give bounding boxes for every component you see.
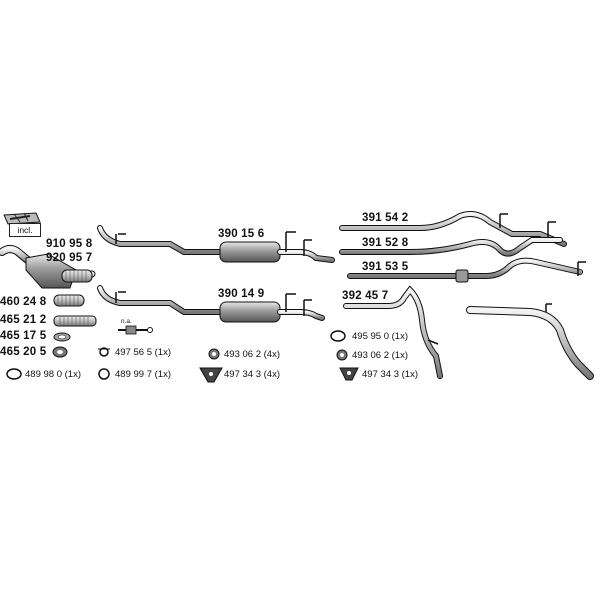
middle-silencer-upper[interactable] [97,225,335,263]
incl-tag: incl. [9,223,41,237]
accessory-right-2: 493 06 2 (1x) [352,350,408,361]
accessory-2-qty: (4x) [263,349,280,360]
part-number-front-2: 465 21 2 [0,314,47,326]
mounting-rubber-icon [208,348,220,360]
accessory-right-3-code: 497 34 3 [362,369,399,380]
part-number-front-1: 460 24 8 [0,296,47,308]
rear-pipe-2[interactable] [339,237,563,257]
accessory-right-1-code: 495 95 0 [352,331,389,342]
kit-box-icon [3,212,41,225]
part-number-mid-1: 390 15 6 [218,228,265,240]
part-number-rear-2: 391 52 8 [362,237,409,249]
gasket-ring-icon[interactable] [53,332,71,342]
accessory-4-qty: (1x) [154,369,171,380]
accessory-4: 489 99 7 (1x) [115,369,171,380]
accessory-right-2-code: 493 06 2 [352,350,389,361]
rubber-hanger-icon-right [339,367,359,381]
accessory-3-code: 489 98 0 [25,369,62,380]
part-number-rear-3: 391 53 5 [362,261,409,273]
rear-pipe-1[interactable] [339,211,567,247]
rear-pipe-3[interactable] [347,257,586,283]
part-number-front-3: 465 17 5 [0,330,47,342]
accessory-right-1: 495 95 0 (1x) [352,331,408,342]
accessory-3: 489 98 0 (1x) [25,369,81,380]
part-number-rear-4: 392 45 7 [342,290,389,302]
part-number-front-4: 465 20 5 [0,346,47,358]
flex-pipe-icon[interactable] [53,294,85,307]
accessory-2-code: 493 06 2 [224,349,261,360]
accessory-5-qty: (4x) [263,369,280,380]
accessory-1: 497 56 5 (1x) [115,347,171,358]
tail-pipe-bend[interactable] [343,285,443,379]
part-number-cat-1: 910 95 8 [46,238,93,250]
part-number-mid-2: 390 14 9 [218,288,265,300]
accessory-2: 493 06 2 (4x) [224,349,280,360]
middle-silencer-lower[interactable] [97,285,325,323]
seal-ring-icon-2 [98,368,110,380]
accessory-right-2-qty: (1x) [391,350,408,361]
accessory-4-code: 489 99 7 [115,369,152,380]
accessory-3-qty: (1x) [64,369,81,380]
tail-pipe-perspective[interactable] [466,303,594,380]
catalytic-converter[interactable] [0,245,96,289]
na-tag: n.a. [121,318,132,325]
seal-ring-icon-1 [6,368,22,380]
accessory-right-3: 497 34 3 (1x) [362,369,418,380]
clamp-icon [98,347,110,357]
part-number-rear-1: 391 54 2 [362,212,409,224]
accessory-right-1-qty: (1x) [391,331,408,342]
accessory-5-code: 497 34 3 [224,369,261,380]
seal-ring-icon-right [330,330,346,342]
accessory-1-qty: (1x) [154,347,171,358]
rubber-mount-icon[interactable] [52,346,68,358]
part-number-cat-2: 920 95 7 [46,252,93,264]
accessory-1-code: 497 56 5 [115,347,152,358]
accessory-5: 497 34 3 (4x) [224,369,280,380]
flex-pipe-long-icon[interactable] [53,315,97,327]
sensor-part-icon [118,325,153,335]
rubber-hanger-icon [199,367,223,383]
accessory-right-3-qty: (1x) [401,369,418,380]
mounting-rubber-icon-right [336,349,348,361]
